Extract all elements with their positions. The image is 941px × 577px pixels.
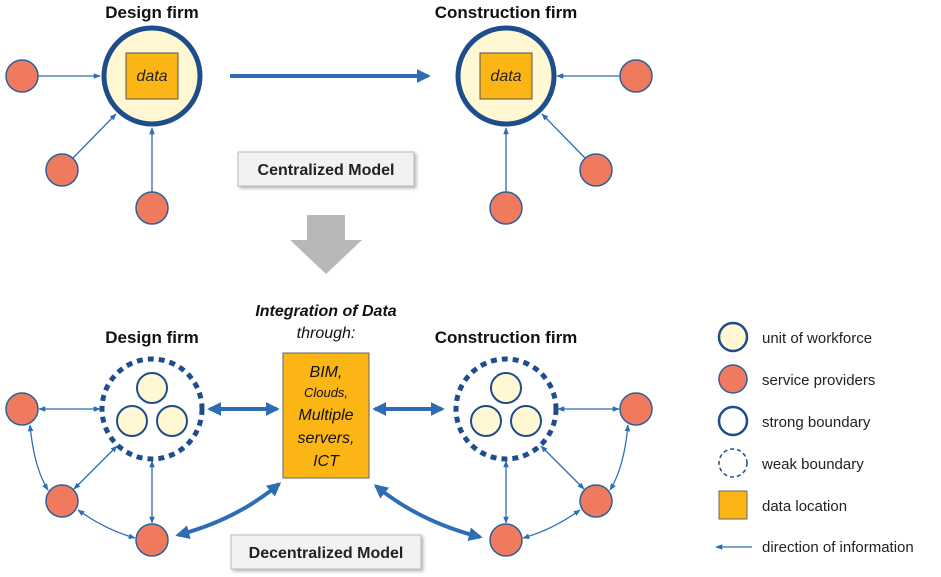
legend: unit of workforce service providers stro… [715, 321, 914, 556]
bottom-construction-firm-title: Construction firm [435, 328, 578, 347]
service-provider [489, 523, 523, 557]
legend-weak-boundary-icon [718, 448, 748, 478]
legend-arrow-label: direction of information [762, 539, 914, 556]
legend-data-location-label: data location [762, 498, 847, 515]
workforce-unit [510, 405, 542, 437]
information-arrow [522, 509, 581, 540]
legend-weak-boundary-label: weak boundary [761, 456, 864, 473]
legend-service-provider-label: service providers [762, 372, 875, 389]
information-arrow [72, 113, 117, 159]
service-provider [135, 523, 169, 557]
centralized-model-box [237, 151, 415, 187]
service-provider [135, 191, 169, 225]
box-line-ict: ICT [313, 453, 340, 470]
information-arrow [540, 445, 585, 490]
legend-data-location-icon [718, 490, 748, 520]
information-arrow [73, 445, 118, 490]
workforce-unit [490, 372, 522, 404]
top-construction-firm-title: Construction firm [435, 3, 578, 22]
service-provider [579, 153, 613, 187]
top-construction-data-location [479, 52, 533, 100]
integration-subtitle: through: [297, 325, 356, 342]
integration-data-box [282, 352, 370, 479]
legend-workforce-label: unit of workforce [762, 330, 872, 347]
centralized-model-label: Centralized Model [258, 162, 395, 179]
service-provider [619, 59, 653, 93]
service-provider [5, 392, 39, 426]
box-line-multiple: Multiple [298, 407, 353, 424]
top-design-data-location [125, 52, 179, 100]
decentralized-model-label: Decentralized Model [249, 545, 404, 562]
service-provider [45, 153, 79, 187]
integration-title: Integration of Data [255, 303, 396, 320]
workforce-unit [136, 372, 168, 404]
workforce-unit [470, 405, 502, 437]
service-provider [619, 392, 653, 426]
information-arrow [609, 424, 631, 491]
top-design-data-label: data [136, 68, 167, 85]
information-arrow [77, 509, 136, 540]
service-provider [45, 484, 79, 518]
decentralized-model-box [230, 534, 422, 570]
transition-down-arrow [290, 215, 362, 274]
service-provider [489, 191, 523, 225]
information-arrow [541, 113, 586, 159]
workforce-unit [156, 405, 188, 437]
provider-integration-arrow-left [175, 482, 282, 539]
box-line-clouds: Clouds, [304, 385, 348, 400]
legend-service-provider-icon [718, 364, 748, 394]
legend-workforce-icon [717, 321, 749, 353]
top-construction-data-label: data [490, 68, 521, 85]
workforce-unit [116, 405, 148, 437]
service-provider [5, 59, 39, 93]
box-line-servers: servers, [298, 430, 355, 447]
legend-strong-boundary-label: strong boundary [762, 414, 871, 431]
information-arrow [27, 424, 49, 491]
provider-integration-arrow-right [373, 484, 483, 542]
bottom-design-firm-title: Design firm [105, 328, 199, 347]
top-design-firm-title: Design firm [105, 3, 199, 22]
legend-strong-boundary-icon [717, 405, 749, 437]
box-line-bim: BIM, [310, 364, 343, 381]
service-provider [579, 484, 613, 518]
